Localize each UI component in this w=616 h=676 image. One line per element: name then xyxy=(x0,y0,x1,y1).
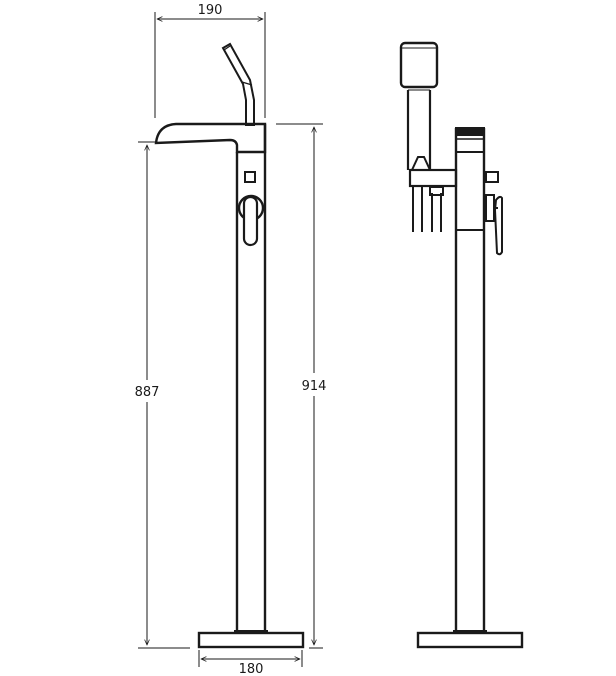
lever-handle xyxy=(242,195,259,247)
holder-bracket xyxy=(408,168,458,188)
waterfall-spout xyxy=(154,122,267,154)
front-view xyxy=(399,41,524,649)
column-cap xyxy=(455,127,485,136)
diverter-button xyxy=(485,171,499,183)
dimension-label-887: 887 xyxy=(135,385,160,400)
handset-head xyxy=(399,41,439,89)
dimension-label-914: 914 xyxy=(302,379,327,394)
diverter-button xyxy=(244,171,256,183)
dimension-label-190: 190 xyxy=(198,3,223,18)
dimension-label-180: 180 xyxy=(239,662,264,676)
holder-clip xyxy=(411,156,431,171)
lever-hub xyxy=(485,194,495,222)
lever-handle xyxy=(493,195,503,256)
dimension-190 xyxy=(154,12,266,118)
dimension-914 xyxy=(276,123,323,649)
floor-base xyxy=(416,631,524,649)
side-view xyxy=(154,42,305,649)
dimension-180 xyxy=(198,650,303,667)
dimension-887 xyxy=(138,141,190,649)
floor-base xyxy=(197,631,305,649)
